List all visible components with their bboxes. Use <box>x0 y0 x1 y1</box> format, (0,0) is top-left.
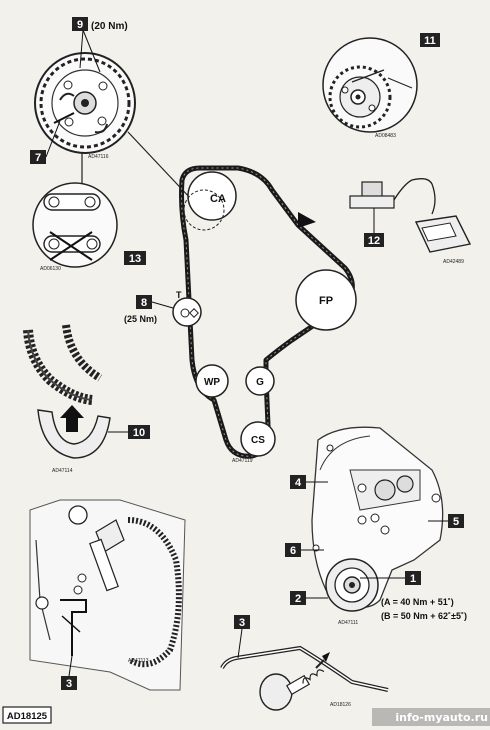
camshaft-sprocket-detail <box>34 52 136 154</box>
svg-text:1: 1 <box>410 573 416 585</box>
svg-text:T: T <box>176 290 182 300</box>
svg-text:AD18125: AD18125 <box>7 711 48 722</box>
tension-gauge-detail-12 <box>349 178 472 253</box>
fuel-pump-pulley-fp: FP <box>295 269 357 331</box>
code-ad06130: AD06130 <box>40 266 61 272</box>
figure-id: AD18125 <box>2 706 52 724</box>
camshaft-pulley-ca: CA <box>183 171 237 231</box>
svg-text:7: 7 <box>35 152 41 164</box>
svg-text:4: 4 <box>295 477 302 489</box>
callout-3-right: 3 <box>234 615 250 629</box>
code-ad47114: AD47114 <box>52 468 73 474</box>
callout-4: 4 <box>290 475 306 489</box>
callout-6: 6 <box>285 543 301 557</box>
belt-section-detail-10 <box>23 324 111 459</box>
torque-label-8: (25 Nm) <box>124 314 157 324</box>
code-ad47119: AD47119 <box>232 458 253 464</box>
code-ad42489: AD42489 <box>443 259 464 265</box>
tensioner-t: T <box>172 290 202 327</box>
callout-1: 1 <box>405 571 421 585</box>
engine-block-detail <box>29 499 186 691</box>
guide-pulley-g: G <box>245 366 275 396</box>
callout-3-left: 3 <box>61 676 77 690</box>
callout-10: 10 <box>128 425 150 439</box>
code-ad18126: AD18126 <box>330 702 351 708</box>
callout-9: 9 <box>72 17 88 31</box>
torque-label-a: (A = 40 Nm + 51˚) <box>381 597 454 607</box>
callout-8: 8 <box>136 295 152 309</box>
svg-text:G: G <box>256 377 264 388</box>
svg-text:12: 12 <box>368 235 380 247</box>
crank-pulley-detail-11 <box>322 37 418 133</box>
svg-text:3: 3 <box>239 617 245 629</box>
callout-11: 11 <box>420 33 440 47</box>
svg-text:3: 3 <box>66 678 72 690</box>
code-ad47113: AD47113 <box>128 658 149 664</box>
svg-text:11: 11 <box>424 35 436 47</box>
svg-text:9: 9 <box>77 19 83 31</box>
svg-text:FP: FP <box>319 295 333 307</box>
crank-pulley-assembly <box>325 558 379 612</box>
svg-text:CS: CS <box>251 435 265 446</box>
callout-12: 12 <box>364 233 384 247</box>
callout-2: 2 <box>290 591 306 605</box>
svg-text:CA: CA <box>210 193 226 205</box>
callout-7: 7 <box>30 150 46 164</box>
svg-text:10: 10 <box>133 427 145 439</box>
svg-text:8: 8 <box>141 297 147 309</box>
torque-label-9: (20 Nm) <box>91 21 128 32</box>
svg-text:5: 5 <box>453 516 459 528</box>
crankshaft-pulley-cs: CS <box>240 421 276 457</box>
svg-text:2: 2 <box>295 593 301 605</box>
svg-text:13: 13 <box>129 253 141 265</box>
svg-text:WP: WP <box>204 377 220 388</box>
belt-direction-arrow <box>298 212 316 228</box>
torque-label-b: (B = 50 Nm + 62˚±5˚) <box>381 611 467 621</box>
water-pump-pulley-wp: WP <box>195 364 229 398</box>
callout-5: 5 <box>448 514 464 528</box>
svg-text:info-myauto.ru: info-myauto.ru <box>395 711 488 724</box>
code-ad47116: AD47116 <box>88 154 109 160</box>
code-ad47111: AD47111 <box>338 620 358 626</box>
svg-text:6: 6 <box>290 545 296 557</box>
callout-13: 13 <box>124 251 146 265</box>
timing-mark-detail-13 <box>32 182 118 268</box>
code-ad08483: AD08483 <box>375 133 396 139</box>
locking-tool-detail <box>220 645 389 711</box>
watermark: info-myauto.ru <box>372 708 490 726</box>
